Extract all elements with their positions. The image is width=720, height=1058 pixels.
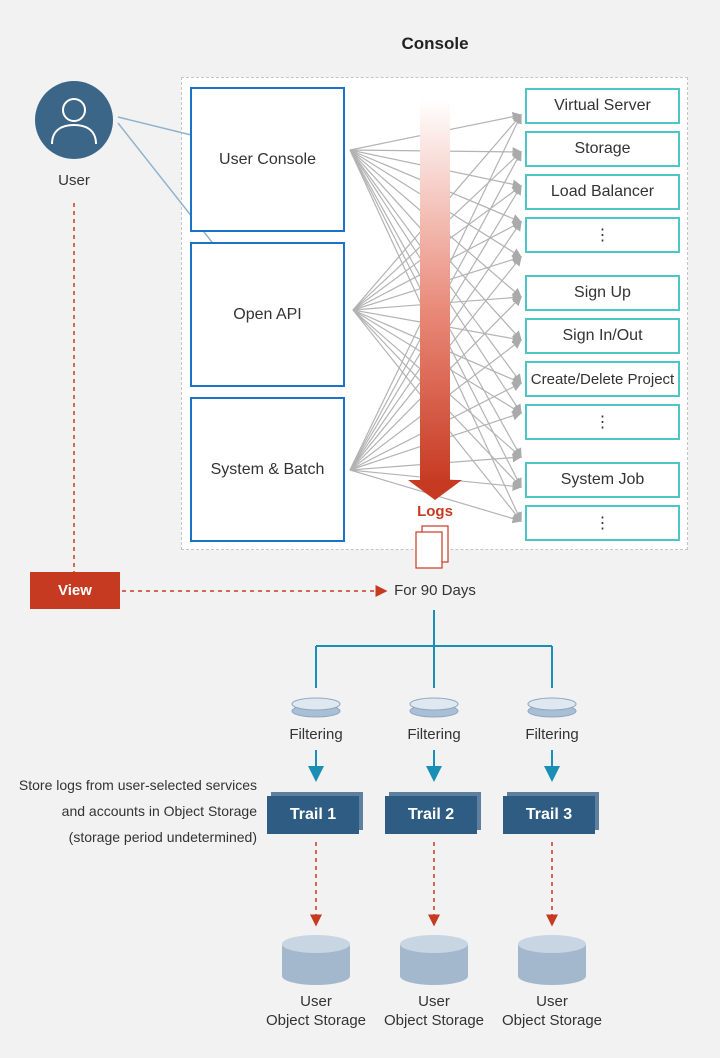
filter-label-3: Filtering (525, 726, 579, 743)
target-system-job: System Job (525, 462, 680, 498)
storage-label-3-line2: Object Storage (501, 1012, 603, 1029)
trail-note: Store logs from user-selected services a… (0, 772, 257, 850)
trail-1: Trail 1 (267, 796, 359, 834)
source-system-batch: System & Batch (190, 397, 345, 542)
filter-label-2: Filtering (407, 726, 461, 743)
page-title: Console (401, 34, 469, 53)
target-more-1: ⋮ (525, 217, 680, 253)
target-sign-in-out: Sign In/Out (525, 318, 680, 354)
filter-label-1: Filtering (289, 726, 343, 743)
storage-label-3: User Object Storage (492, 992, 612, 1030)
storage-label-1: User Object Storage (256, 992, 376, 1030)
target-load-balancer: Load Balancer (525, 174, 680, 210)
retention-label: For 90 Days (394, 582, 476, 599)
storage-label-3-line1: User (536, 993, 568, 1010)
target-more-2: ⋮ (525, 404, 680, 440)
logs-label: Logs (417, 503, 453, 520)
trail-note-line-2: and accounts in Object Storage (61, 803, 257, 819)
storage-cylinders (282, 935, 586, 985)
log-document-icon (415, 525, 449, 569)
target-virtual-server: Virtual Server (525, 88, 680, 124)
target-sign-up: Sign Up (525, 275, 680, 311)
trail-note-line-3: (storage period undetermined) (68, 829, 257, 845)
storage-label-1-line1: User (300, 993, 332, 1010)
storage-label-2-line2: Object Storage (383, 1012, 485, 1029)
storage-label-1-line2: Object Storage (265, 1012, 367, 1029)
target-more-3: ⋮ (525, 505, 680, 541)
trail-3: Trail 3 (503, 796, 595, 834)
source-open-api: Open API (190, 242, 345, 387)
trail-2: Trail 2 (385, 796, 477, 834)
view-button[interactable]: View (30, 572, 120, 609)
target-create-delete-project: Create/Delete Project (525, 361, 680, 397)
source-user-console: User Console (190, 87, 345, 232)
user-label: User (58, 172, 90, 189)
target-storage: Storage (525, 131, 680, 167)
storage-label-2-line1: User (418, 993, 450, 1010)
user-avatar-icon (34, 80, 114, 160)
trail-note-line-1: Store logs from user-selected services (18, 777, 257, 793)
storage-label-2: User Object Storage (374, 992, 494, 1030)
